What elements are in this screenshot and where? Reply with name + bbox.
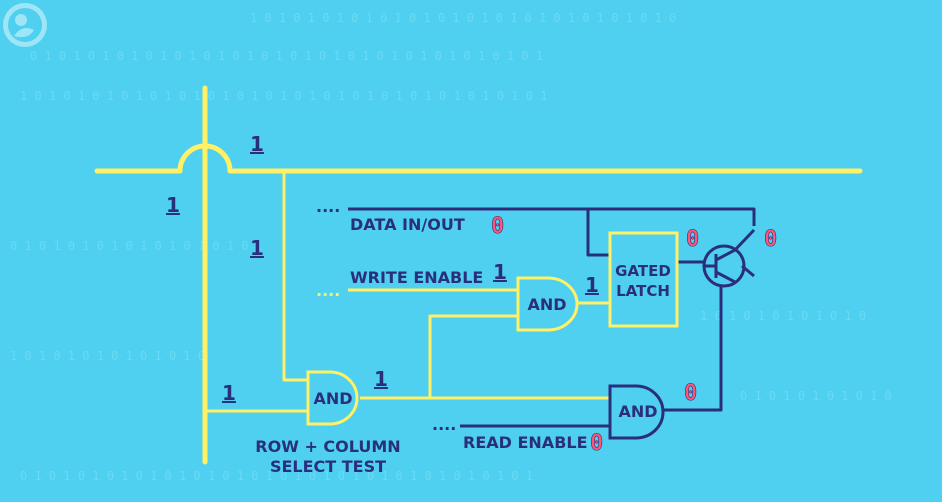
- gated-latch-label-line2: LATCH: [616, 282, 670, 300]
- signal-vertical-wire: 1: [166, 193, 180, 217]
- write-and-gate-label: AND: [527, 295, 566, 314]
- binary-background: 1 0 1 0 1 0 1 0 1 0 1 0 1 0 1 0 1 0 1 0 …: [10, 11, 892, 483]
- write-line-dots: ....: [316, 281, 340, 300]
- horizontal-row-wire: [94, 143, 863, 174]
- row-branch-wire: [282, 171, 308, 382]
- row-column-label-line2: SELECT TEST: [270, 457, 386, 476]
- data-to-latch-wire: [586, 209, 610, 257]
- svg-text:1 0 1 0 1 0 1 0 1 0 1 0 1 0 1: 1 0 1 0 1 0 1 0 1 0 1 0 1 0 1 0 1 0 1 0 …: [20, 89, 547, 103]
- signal-zeros: 0 0 0 0 0: [491, 214, 778, 457]
- select-and-gate: [306, 370, 359, 426]
- select-to-write-and-wire: [428, 314, 520, 398]
- svg-text:1 0 1 0 1 0 1 0 1 0 1 0 1 0: 1 0 1 0 1 0 1 0 1 0 1 0 1 0: [10, 349, 205, 363]
- row-column-label-line1: ROW + COLUMN: [255, 437, 400, 456]
- select-and-gate-label: AND: [313, 389, 352, 408]
- write-enable-label: WRITE ENABLE: [350, 268, 483, 287]
- signal-row-branch: 1: [250, 236, 264, 260]
- write-and-gate: [516, 276, 579, 332]
- gated-latch-label-line1: GATED: [615, 262, 671, 280]
- signal-transistor-output: 0: [764, 227, 777, 252]
- svg-text:1 0 1 0 1 0 1 0 1 0 1 0 1 0 1: 1 0 1 0 1 0 1 0 1 0 1 0 1 0 1 0 1 0 1 0 …: [250, 11, 676, 25]
- transistor-icon: [702, 228, 756, 288]
- data-line-dots: ....: [316, 197, 340, 216]
- data-line-wire: [348, 207, 756, 226]
- svg-text:0 1 0 1 0 1 0 1 0 1 0: 0 1 0 1 0 1 0 1 0 1 0: [740, 389, 892, 403]
- signal-read-enable: 0: [590, 431, 603, 456]
- transistor-to-read-and-wire: [663, 286, 723, 412]
- gated-latch-box: [608, 231, 679, 328]
- signal-data-in-out: 0: [491, 214, 504, 239]
- read-line-dots: ....: [432, 415, 456, 434]
- signal-write-enable: 1: [493, 260, 507, 284]
- svg-text:0 1 0 1 0 1 0 1 0 1 0 1 0 1 0: 0 1 0 1 0 1 0 1 0 1 0 1 0 1 0 1 0 1: [10, 239, 263, 253]
- pbs-logo-icon: [3, 3, 47, 47]
- signal-select-output: 1: [374, 367, 388, 391]
- signal-latch-input: 1: [585, 273, 599, 297]
- signal-horizontal-wire: 1: [250, 132, 264, 156]
- svg-text:0 1 0 1 0 1 0 1 0 1 0 1 0 1 0: 0 1 0 1 0 1 0 1 0 1 0 1 0 1 0 1 0 1 0 1 …: [20, 469, 533, 483]
- read-enable-label: READ ENABLE: [463, 433, 588, 452]
- signal-latch-output: 0: [686, 227, 699, 252]
- data-in-out-label: DATA IN/OUT: [350, 215, 465, 234]
- signal-ones: 1 1 1 1 1 1 1: [166, 132, 599, 405]
- signal-read-and-output: 0: [684, 381, 697, 406]
- svg-text:1 0 1 0 1 0 1 0 1 0 1 0: 1 0 1 0 1 0 1 0 1 0 1 0: [700, 309, 866, 323]
- read-and-gate: [608, 384, 665, 440]
- signal-row-input: 1: [222, 381, 236, 405]
- read-and-gate-label: AND: [618, 402, 657, 421]
- svg-text:0 1 0 1 0 1 0 1 0 1 0 1 0 1 0: 0 1 0 1 0 1 0 1 0 1 0 1 0 1 0 1 0 1 0 1 …: [30, 49, 543, 63]
